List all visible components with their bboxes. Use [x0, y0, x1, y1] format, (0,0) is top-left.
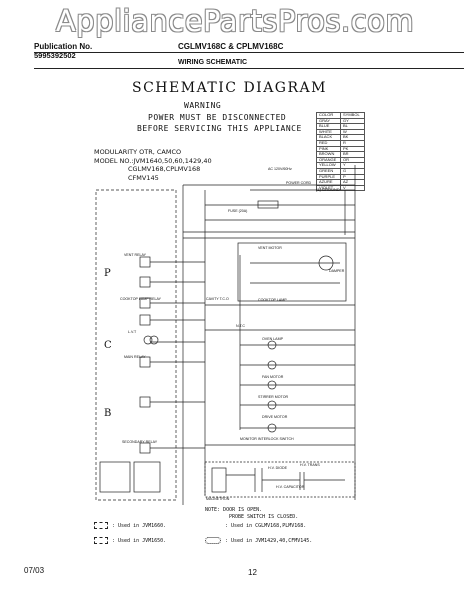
label-vent-motor: VENT MOTOR	[258, 246, 282, 250]
modularity-line: MODULARITY OTR, CAMCO	[94, 148, 182, 156]
model-line-1: MODEL NO.:JVM1640,50,60,1429,40	[94, 156, 212, 165]
footer-date: 07/03	[24, 566, 45, 575]
label-hv-trans: H.V. TRANS	[300, 463, 320, 467]
label-cooktop-lamp: COOKTOP LAMP	[258, 298, 287, 302]
label-cavity-tco: CAVITY T.C.O	[206, 297, 229, 301]
ground-note: (1) GROUND	[316, 187, 340, 192]
watermark-text: AppliancePartsPros.com	[55, 4, 415, 38]
header-rule-top	[34, 52, 464, 53]
legend-symbol-dashed-1	[94, 522, 108, 529]
label-hv-diode: H.V. DIODE	[268, 466, 288, 470]
label-stirrer-motor: STIRRER MOTOR	[258, 395, 288, 399]
warning-heading: WARNING	[184, 101, 222, 110]
door-note: NOTE: DOOR IS OPEN. PROBE SWITCH IS CLOS…	[205, 507, 298, 521]
section-letter-b: B	[104, 408, 111, 419]
section-letter-p: P	[104, 268, 111, 279]
publication-label: Publication No.	[34, 42, 93, 51]
symbol-cell: GY	[340, 117, 365, 125]
label-drive-motor: DRIVE MOTOR	[262, 415, 288, 419]
diagram-title: SCHEMATIC DIAGRAM	[132, 80, 327, 96]
legend-text-3: : Used in CGLMV168,PLMV168.	[225, 523, 307, 529]
label-ntc: N.T.C	[236, 324, 245, 328]
model-note: MODULARITY OTR, CAMCO MODEL NO.:JVM1640,…	[94, 148, 212, 182]
label-main-relay: MAIN RELAY	[124, 355, 146, 359]
label-cooktop-lamp-relay: COOKTOP LAMP RELAY	[120, 297, 162, 301]
section-letter-c: C	[104, 340, 112, 351]
label-fuse: FUSE (20A)	[228, 209, 247, 213]
label-oven-lamp: OVEN LAMP	[262, 337, 284, 341]
label-power-supply: AC 120V/60Hz	[268, 167, 292, 171]
legend-text-4: : Used in JVM1429,40,CFMV145.	[225, 538, 313, 544]
header-models: CGLMV168C & CPLMV168C	[178, 42, 284, 51]
warning-line-2: BEFORE SERVICING THIS APPLIANCE	[137, 124, 302, 133]
legend-symbol-dotted	[205, 537, 221, 544]
color-table-header: COLOR SYMBOL	[316, 112, 365, 119]
legend-symbol-dashed-2	[94, 537, 108, 544]
label-power-cord: POWER CORD	[286, 181, 312, 185]
model-line-2: CGLMV168,CPLMV168	[128, 165, 201, 173]
label-fan-motor: FAN MOTOR	[262, 375, 284, 379]
symbol-col-header: SYMBOL	[340, 112, 365, 119]
page-number: 12	[248, 568, 257, 577]
label-damper: DAMPER	[329, 269, 345, 273]
header-rule-bottom	[34, 68, 464, 69]
label-vent-relay: VENT RELAY	[124, 253, 147, 257]
legend-text-2: : Used in JVM1650.	[112, 538, 167, 544]
warning-line-1: POWER MUST BE DISCONNECTED	[148, 113, 287, 122]
note-line-2: PROBE SWITCH IS CLOSED.	[229, 514, 299, 520]
model-line-3: CFMV145	[128, 173, 159, 182]
legend-text-1: : Used in JVM1660.	[112, 523, 167, 529]
control-board-outline	[95, 189, 177, 501]
header-subtitle: WIRING SCHEMATIC	[178, 59, 248, 66]
note-line-1: NOTE: DOOR IS OPEN.	[205, 507, 263, 513]
label-hv-capacitor: H.V. CAPACITOR	[276, 485, 305, 489]
label-lvt: L.V.T	[128, 330, 137, 334]
label-magnetron: MAGNETRON	[206, 497, 230, 501]
label-secondary-relay: SECONDARY RELAY	[122, 440, 158, 444]
label-door-switch: MONITOR INTERLOCK SWITCH	[240, 437, 294, 441]
publication-number: 5995392502	[34, 51, 76, 60]
